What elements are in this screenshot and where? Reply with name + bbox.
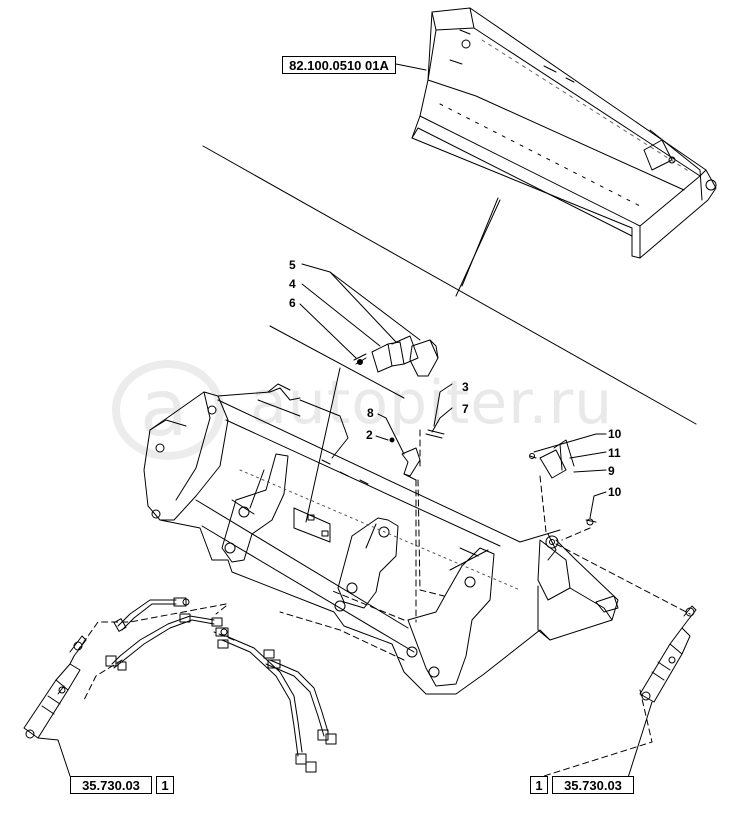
wear-pads [353,335,439,377]
separator-line [202,145,697,425]
callout-6: 6 [289,296,296,310]
leader-pads-2 [305,367,341,523]
hydraulic-hoses [105,597,337,773]
watermark-logo [112,360,224,460]
ref-box-left-qty: 1 [156,776,174,794]
leader-ref-left [37,737,71,777]
callout-2: 2 [366,428,373,442]
callout-4: 4 [289,277,296,291]
leader-ref-right [625,701,653,785]
callout-3: 3 [462,380,469,394]
callout-11: 11 [608,446,621,460]
leader-pads [269,325,405,399]
ref-box-right-code[interactable]: 35.730.03 [552,776,634,794]
dashed-connections [77,429,691,777]
callout-10-bottom: 10 [608,485,622,499]
callout-leaders [299,263,607,519]
callout-10-top: 10 [608,427,622,441]
main-bucket [143,383,619,695]
clip-and-spacer [389,429,445,481]
ref-box-top[interactable]: 82.100.0510 01A [282,56,396,74]
left-cylinder [23,635,87,739]
callout-5: 5 [289,258,296,272]
top-bucket [411,7,717,259]
callout-7: 7 [462,402,469,416]
callout-9: 9 [608,464,615,478]
callout-8: 8 [367,406,374,420]
watermark-site: autopiter.ru [250,368,614,438]
right-cylinder [639,605,697,703]
leader-top [461,197,499,287]
ref-box-right-qty: 1 [530,776,548,794]
ref-box-left-code[interactable]: 35.730.03 [70,776,152,794]
pin-set [529,439,597,526]
leader-ref-top [395,63,427,71]
leader-top-2 [455,199,501,297]
